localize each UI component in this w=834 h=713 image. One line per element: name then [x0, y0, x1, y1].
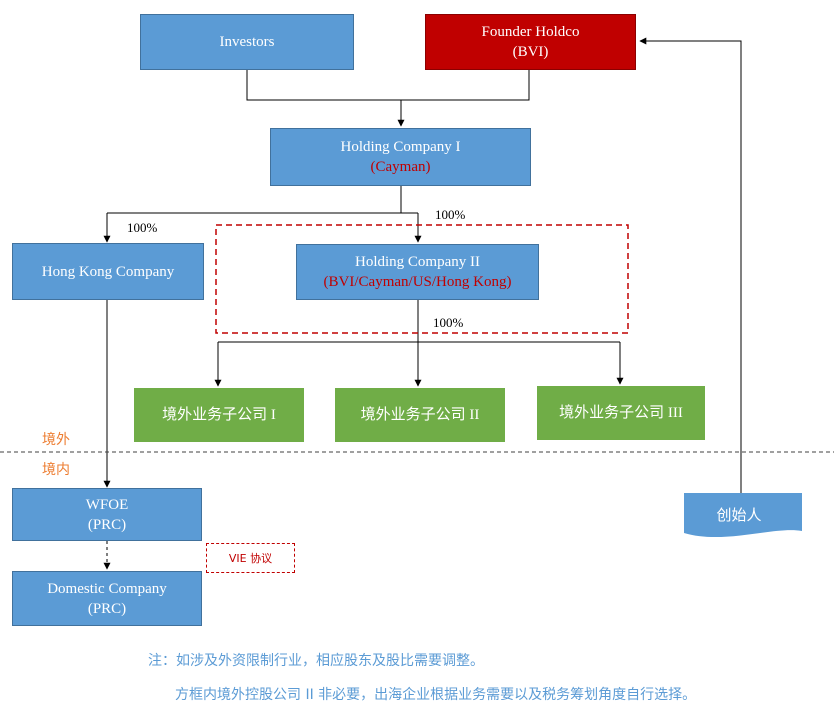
note-line-2: 方框内境外控股公司 II 非必要，出海企业根据业务需要以及税务筹划角度自行选择。 [175, 687, 697, 703]
hong-kong-label: Hong Kong Company [41, 263, 175, 280]
holding-i-jurisdiction: (Cayman) [370, 159, 431, 175]
shareholders-connector [246, 70, 530, 101]
sub-1-label: 境外业务子公司 I [162, 407, 276, 423]
note-line-1: 注：如涉及外资限制行业，相应股东及股比需要调整。 [148, 653, 484, 669]
onshore-region-label: 境内 [42, 462, 70, 478]
holding-company-i-box: Holding Company I (Cayman) [270, 128, 531, 186]
sub-3-label: 境外业务子公司 III [559, 405, 683, 421]
wfoe-box: WFOE (PRC) [12, 488, 202, 541]
holding-ii-name: Holding Company II [355, 254, 480, 270]
subs-percentage: 100% [433, 315, 464, 330]
offshore-sub-1-box: 境外业务子公司 I [134, 388, 304, 442]
wfoe-jurisdiction: (PRC) [87, 516, 127, 533]
founder-shape [684, 493, 802, 538]
holding-company-ii-box: Holding Company II (BVI/Cayman/US/Hong K… [296, 244, 539, 300]
offshore-sub-2-box: 境外业务子公司 II [335, 388, 505, 442]
investors-label: Investors [219, 34, 275, 50]
investors-box: Investors [140, 14, 354, 70]
offshore-region-label: 境外 [42, 432, 70, 448]
optional-frame [215, 224, 629, 334]
wfoe-name: WFOE [85, 496, 129, 513]
hong-kong-company-box: Hong Kong Company [12, 243, 204, 300]
offshore-sub-3-box: 境外业务子公司 III [537, 386, 705, 440]
domestic-company-box: Domestic Company (PRC) [12, 571, 202, 626]
domestic-name: Domestic Company [47, 580, 167, 597]
holding-i-name: Holding Company I [340, 139, 461, 155]
holding-ii-jurisdiction: (BVI/Cayman/US/Hong Kong) [323, 274, 512, 290]
founder-holdco-jurisdiction: (BVI) [512, 44, 549, 60]
holding-ii-percentage: 100% [435, 207, 466, 222]
founder-arrow [639, 37, 742, 493]
vie-agreement-label: VIE 协议 [206, 543, 295, 573]
sub-2-label: 境外业务子公司 II [360, 407, 480, 423]
founder-label: 创始人 [716, 505, 762, 524]
hk-percentage: 100% [127, 220, 158, 235]
founder-holdco-name: Founder Holdco [481, 24, 580, 40]
founder-holdco-box: Founder Holdco (BVI) [425, 14, 636, 70]
domestic-jurisdiction: (PRC) [87, 600, 127, 617]
